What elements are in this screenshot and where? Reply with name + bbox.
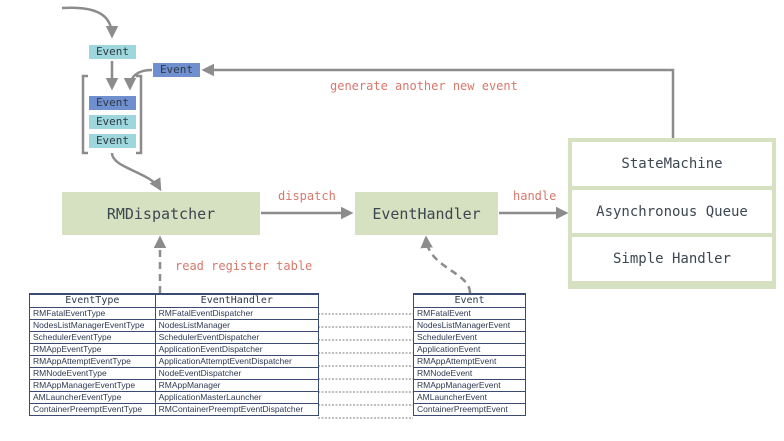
async-queue-label: Asynchronous Queue <box>596 203 748 220</box>
event-type-cell: SchedulerEventType <box>29 331 156 344</box>
rm-dispatcher-box: RMDispatcher <box>62 192 260 235</box>
event-table-header: Event <box>413 293 526 308</box>
event-cell: ApplicationEvent <box>413 343 526 356</box>
event-row: RMNodeEvent <box>413 367 526 380</box>
event-handler-cell: RMFatalEventDispatcher <box>154 307 320 320</box>
register-header-event-type: EventType <box>29 293 156 308</box>
event-cell: AMLauncherEvent <box>413 391 526 404</box>
event-handler-cell: NodesListManager <box>154 319 320 332</box>
event-row: ApplicationEvent <box>413 343 526 356</box>
event-type-cell: ContainerPreemptEventType <box>29 403 156 416</box>
event-row: AMLauncherEvent <box>413 391 526 404</box>
event-handler-box: EventHandler <box>355 192 498 235</box>
event-row: RMAppAttemptEvent <box>413 355 526 368</box>
event-type-cell: NodesListManagerEventType <box>29 319 156 332</box>
generate-label: generate another new event <box>330 79 518 93</box>
event-handler-cell: SchedulerEventDispatcher <box>154 331 320 344</box>
event-handler-label: EventHandler <box>372 204 481 223</box>
event-handler-cell: RMContainerPreemptEventDispatcher <box>154 403 320 416</box>
row-links <box>318 313 413 419</box>
state-machine-label: StateMachine <box>621 156 723 172</box>
generated-event: Event <box>153 63 200 77</box>
incoming-event: Event <box>89 45 136 59</box>
enqueue-generated-arrow <box>123 68 153 91</box>
queued-event: Event <box>89 96 136 110</box>
queue-bracket-right <box>136 74 143 155</box>
event-row: ContainerPreemptEvent <box>413 403 526 416</box>
event-handler-cell: ApplicationMasterLauncher <box>154 391 320 404</box>
event-type-cell: RMAppAttemptEventType <box>29 355 156 368</box>
event-row: RMFatalEvent <box>413 307 526 320</box>
async-queue-box: Asynchronous Queue <box>572 190 772 233</box>
queued-event: Event <box>89 115 136 129</box>
event-type-cell: RMAppManagerEventType <box>29 379 156 392</box>
simple-handler-label: Simple Handler <box>612 251 731 267</box>
event-type-cell: RMFatalEventType <box>29 307 156 320</box>
event-handler-cell: RMAppManager <box>154 379 320 392</box>
event-cell: RMNodeEvent <box>413 367 526 380</box>
queue-bracket-left <box>81 74 88 155</box>
event-cell: RMAppManagerEvent <box>413 379 526 392</box>
event-handler-cell: NodeEventDispatcher <box>154 367 320 380</box>
event-type-cell: RMAppEventType <box>29 343 156 356</box>
event-row: SchedulerEvent <box>413 331 526 344</box>
event-handler-cell: ApplicationAttemptEventDispatcher <box>154 355 320 368</box>
dequeue-arrow <box>110 152 162 192</box>
dispatch-label: dispatch <box>278 189 336 203</box>
register-header-event-handler: EventHandler <box>154 293 320 308</box>
event-row: NodesListManagerEvent <box>413 319 526 332</box>
event-row: RMAppManagerEvent <box>413 379 526 392</box>
event-cell: SchedulerEvent <box>413 331 526 344</box>
read-table-label: read register table <box>175 259 313 273</box>
incoming-arrow <box>61 6 119 39</box>
event-cell: RMFatalEvent <box>413 307 526 320</box>
handle-label: handle <box>513 189 557 203</box>
event-cell: ContainerPreemptEvent <box>413 403 526 416</box>
state-machine-box: StateMachine <box>572 142 772 186</box>
queued-event: Event <box>89 134 136 148</box>
event-handler-cell: ApplicationEventDispatcher <box>154 343 320 356</box>
event-lookup-arrow <box>420 235 472 294</box>
event-cell: NodesListManagerEvent <box>413 319 526 332</box>
rm-dispatcher-label: RMDispatcher <box>106 204 216 223</box>
generate-arrow <box>201 63 675 138</box>
event-type-cell: AMLauncherEventType <box>29 391 156 404</box>
event-type-cell: RMNodeEventType <box>29 367 156 380</box>
handler-group: StateMachine Asynchronous Queue Simple H… <box>568 138 776 289</box>
simple-handler-box: Simple Handler <box>572 237 772 281</box>
event-cell: RMAppAttemptEvent <box>413 355 526 368</box>
